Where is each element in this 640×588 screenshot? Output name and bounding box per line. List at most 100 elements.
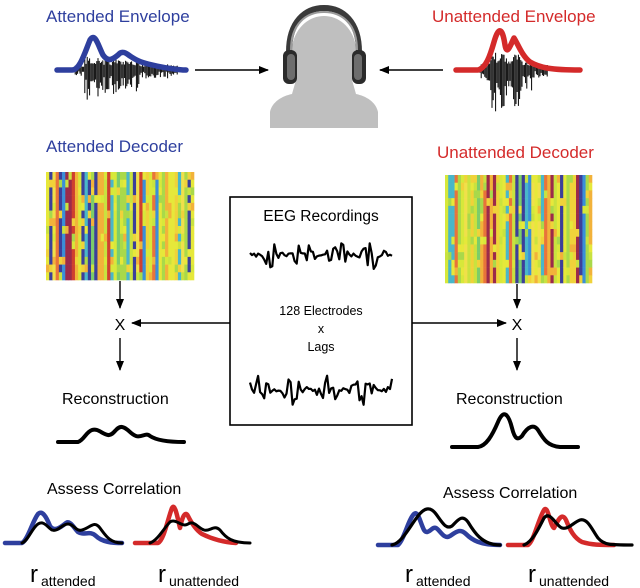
heatmap-cell <box>126 179 130 188</box>
heatmap-cell <box>579 259 583 268</box>
heatmap-cell <box>486 221 491 230</box>
heatmap-cell <box>123 172 127 181</box>
heatmap-cell <box>165 256 169 265</box>
heatmap-cell <box>161 272 166 281</box>
heatmap-cell <box>152 179 156 188</box>
heatmap-cell <box>91 187 95 196</box>
heatmap-cell <box>556 259 561 268</box>
heatmap-cell <box>576 190 580 199</box>
heatmap-cell <box>531 182 535 191</box>
heatmap-cell <box>521 236 526 245</box>
heatmap-cell <box>129 241 134 250</box>
heatmap-cell <box>582 259 586 268</box>
heatmap-cell <box>142 202 147 211</box>
attended-decoder-title: Attended Decoder <box>46 137 183 156</box>
heatmap-cell <box>470 205 475 214</box>
heatmap-cell <box>126 249 130 258</box>
heatmap-cell <box>588 182 593 191</box>
heatmap-cell <box>110 172 114 181</box>
heatmap-cell <box>521 190 526 199</box>
heatmap-cell <box>553 205 558 214</box>
heatmap-cell <box>174 233 179 242</box>
heatmap-cell <box>451 182 455 191</box>
heatmap-cell <box>78 264 82 273</box>
heatmap-cell <box>457 175 462 184</box>
heatmap-cell <box>68 202 73 211</box>
heatmap-cell <box>107 187 111 196</box>
heatmap-cell <box>483 244 487 253</box>
heatmap-cell <box>46 241 50 250</box>
heatmap-cell <box>174 195 179 204</box>
heatmap-cell <box>579 221 583 230</box>
heatmap-cell <box>566 175 570 184</box>
heatmap-cell <box>84 233 89 242</box>
heatmap-cell <box>540 182 545 191</box>
heatmap-cell <box>49 202 53 211</box>
heatmap-cell <box>582 221 586 230</box>
heatmap-cell <box>448 175 452 184</box>
unattended-envelope-title: Unattended Envelope <box>432 7 596 26</box>
heatmap-cell <box>550 213 554 222</box>
heatmap-cell <box>457 275 462 284</box>
heatmap-cell <box>74 210 79 219</box>
heatmap-cell <box>74 264 79 273</box>
heatmap-cell <box>174 272 179 281</box>
heatmap-cell <box>168 233 172 242</box>
heatmap-cell <box>572 213 577 222</box>
heatmap-cell <box>161 195 166 204</box>
electrodes-label: 128 Electrodes <box>279 304 362 318</box>
heatmap-cell <box>492 213 497 222</box>
correlation-left-unattended-plot <box>132 504 252 546</box>
heatmap-cell <box>518 229 522 238</box>
heatmap-cell <box>524 205 529 214</box>
heatmap-cell <box>579 213 583 222</box>
heatmap-cell <box>489 259 494 268</box>
heatmap-cell <box>508 198 513 207</box>
heatmap-cell <box>161 264 166 273</box>
heatmap-cell <box>544 267 548 276</box>
heatmap-cell <box>71 264 76 273</box>
heatmap-cell <box>483 221 487 230</box>
heatmap-cell <box>165 179 169 188</box>
heatmap-cell <box>540 229 545 238</box>
heatmap-cell <box>55 249 60 258</box>
heatmap-cell <box>116 202 121 211</box>
heatmap-cell <box>537 190 542 199</box>
heatmap-cell <box>537 259 542 268</box>
heatmap-cell <box>492 267 497 276</box>
heatmap-cell <box>58 172 63 181</box>
heatmap-cell <box>58 202 63 211</box>
r-subscript: unattended <box>539 573 609 588</box>
heatmap-cell <box>55 264 60 273</box>
heatmap-cell <box>97 179 101 188</box>
heatmap-cell <box>563 182 567 191</box>
heatmap-cell <box>187 233 192 242</box>
heatmap-cell <box>576 244 580 253</box>
heatmap-cell <box>512 182 516 191</box>
heatmap-cell <box>52 210 56 219</box>
heatmap-cell <box>158 195 163 204</box>
heatmap-cell <box>129 202 134 211</box>
heatmap-cell <box>467 252 471 261</box>
heatmap-cell <box>454 267 459 276</box>
heatmap-cell <box>145 264 150 273</box>
heatmap-cell <box>74 226 79 235</box>
head-with-headphones-icon <box>270 4 378 128</box>
heatmap-cell <box>65 233 69 242</box>
heatmap-cell <box>91 226 95 235</box>
heatmap-cell <box>129 226 134 235</box>
heatmap-cell <box>550 190 554 199</box>
heatmap-cell <box>528 198 532 207</box>
heatmap-cell <box>68 179 73 188</box>
heatmap-cell <box>65 172 69 181</box>
heatmap-cell <box>142 210 147 219</box>
heatmap-cell <box>110 233 114 242</box>
heatmap-cell <box>49 218 53 227</box>
heatmap-cell <box>588 213 593 222</box>
heatmap-cell <box>486 259 491 268</box>
heatmap-cell <box>91 210 95 219</box>
heatmap-cell <box>582 236 586 245</box>
heatmap-cell <box>518 275 522 284</box>
heatmap-cell <box>78 195 82 204</box>
heatmap-cell <box>556 221 561 230</box>
